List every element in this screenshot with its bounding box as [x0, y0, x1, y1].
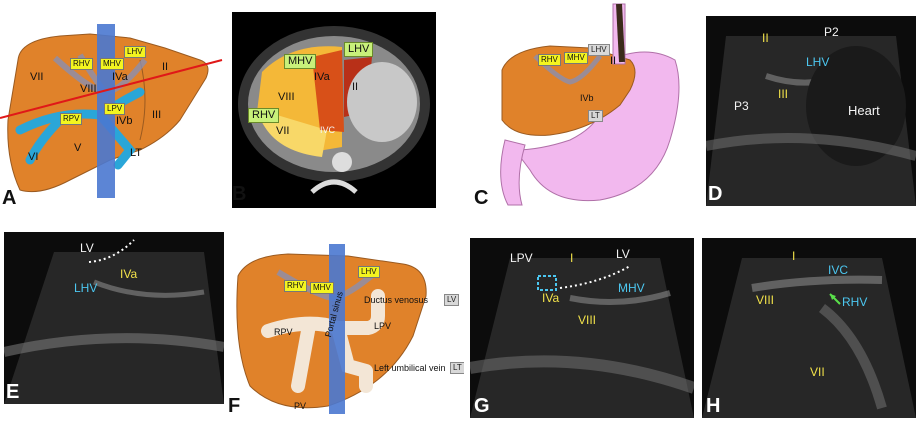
panel-letter-d: D: [708, 183, 723, 205]
seg-vii-h: VII: [810, 365, 825, 379]
ultrasound-g: [470, 258, 694, 418]
panel-b: MHV LHV RHV IVa VIII II VII IVC B: [232, 12, 436, 208]
ivc-label-h: IVC: [828, 263, 849, 277]
seg-viii-a: VIII: [80, 83, 97, 95]
liver-portal-diagram-f: [236, 244, 427, 414]
liver-stomach-diagram-c: [500, 3, 680, 206]
lpv-label-g: LPV: [510, 251, 533, 265]
seg-v-a: V: [74, 142, 82, 154]
seg-ii-a: II: [162, 61, 169, 73]
lpv-label-f: LPV: [374, 321, 392, 331]
panel-letter-a: A: [2, 187, 17, 209]
lhv-tag-b: LHV: [344, 42, 374, 57]
panel-h: I IVC VIII RHV VII H: [702, 238, 916, 418]
panel-a: VII VIII IVa II III IVb VI V RHV MHV LHV…: [0, 0, 225, 210]
lhv-tag-c: LHV: [588, 44, 610, 56]
cut-line-a: [0, 59, 223, 119]
rhv-tag-b: RHV: [248, 108, 280, 123]
rhv-tag-a: RHV: [70, 58, 93, 70]
lv-tag-f: LV: [444, 294, 460, 306]
seg-iva-g: IVa: [542, 291, 560, 305]
lt-tag-c: LT: [588, 110, 603, 122]
mhv-tag-b: MHV: [284, 54, 317, 69]
lt-label-a: LT: [130, 147, 143, 159]
hepatic-veins-c: [533, 54, 602, 85]
panel-e: LV LHV IVa E: [4, 232, 224, 404]
panel-letter-h: H: [706, 395, 721, 417]
seg-ii-b: II: [352, 81, 359, 93]
rhv-tag-f: RHV: [284, 280, 307, 292]
panel-letter-c: C: [474, 187, 489, 209]
lhv-label-e: LHV: [74, 281, 98, 295]
rhv-label-h: RHV: [842, 295, 868, 309]
mhv-tag-a: MHV: [100, 58, 124, 70]
lpv-tag-a: LPV: [104, 103, 126, 115]
panel-letter-b: B: [232, 183, 247, 205]
seg-iva-e: IVa: [120, 267, 138, 281]
seg-iii-a: III: [152, 109, 162, 121]
seg-vii-b: VII: [276, 125, 290, 137]
seg-vi-a: VI: [28, 151, 39, 163]
seg-ivb-a: IVb: [116, 115, 133, 127]
seg-vii-a: VII: [30, 71, 44, 83]
rpv-tag-a: RPV: [60, 113, 83, 125]
ultrasound-d: [706, 36, 916, 206]
lhv-tag-a: LHV: [124, 46, 146, 58]
portal-system-f: [261, 289, 385, 393]
duodenum-c: [500, 139, 526, 206]
seg-ii-d: II: [762, 31, 769, 45]
lt-tag-f: LT: [450, 362, 464, 374]
lv-label-g: LV: [616, 247, 630, 261]
pv-label-f: PV: [294, 401, 307, 411]
ultrasound-h: [702, 258, 916, 418]
umbilical-label-f: Left umbilical vein: [374, 363, 446, 373]
ductus-label-f: Ductus venosus: [364, 295, 429, 305]
panel-letter-g: G: [474, 395, 490, 417]
panel-letter-e: E: [6, 381, 20, 403]
seg-iii-d: III: [778, 87, 789, 101]
ultrasound-e: [4, 239, 224, 404]
panel-letter-f: F: [228, 395, 241, 417]
seg-iva-a: IVa: [112, 71, 128, 83]
p2-label-d: P2: [824, 25, 839, 39]
panel-c: RHV MHV LHV II IVb LT C: [470, 0, 695, 210]
ivc-label-b: IVC: [320, 125, 336, 135]
stomach-shape-c: [514, 51, 680, 202]
lhv-tag-f: LHV: [358, 266, 380, 278]
panel-d: II P2 LHV P3 III Heart D: [706, 16, 916, 206]
seg-ii-c: II: [610, 55, 617, 67]
seg-ivb-c: IVb: [580, 93, 594, 103]
rhv-tag-c: RHV: [538, 54, 561, 66]
mhv-label-g: MHV: [618, 281, 645, 295]
panel-g: LPV I LV IVa MHV VIII G: [470, 238, 694, 418]
mhv-tag-f: MHV: [310, 282, 334, 294]
seg-viii-h: VIII: [756, 293, 775, 307]
lhv-label-d: LHV: [806, 55, 830, 69]
lv-label-e: LV: [80, 241, 94, 255]
rpv-label-f: RPV: [274, 327, 293, 337]
p3-label-d: P3: [734, 99, 749, 113]
scope-c: [616, 3, 625, 63]
heart-label-d: Heart: [848, 103, 880, 118]
panel-f: RHV MHV LHV Ductus venosus LV RPV Portal…: [228, 236, 464, 418]
seg-viii-b: VIII: [278, 91, 295, 103]
seg-i-g: I: [570, 251, 574, 265]
seg-iva-b: IVa: [314, 71, 330, 83]
seg-viii-g: VIII: [578, 313, 597, 327]
mhv-tag-c: MHV: [564, 52, 588, 64]
seg-i-h: I: [792, 249, 796, 263]
